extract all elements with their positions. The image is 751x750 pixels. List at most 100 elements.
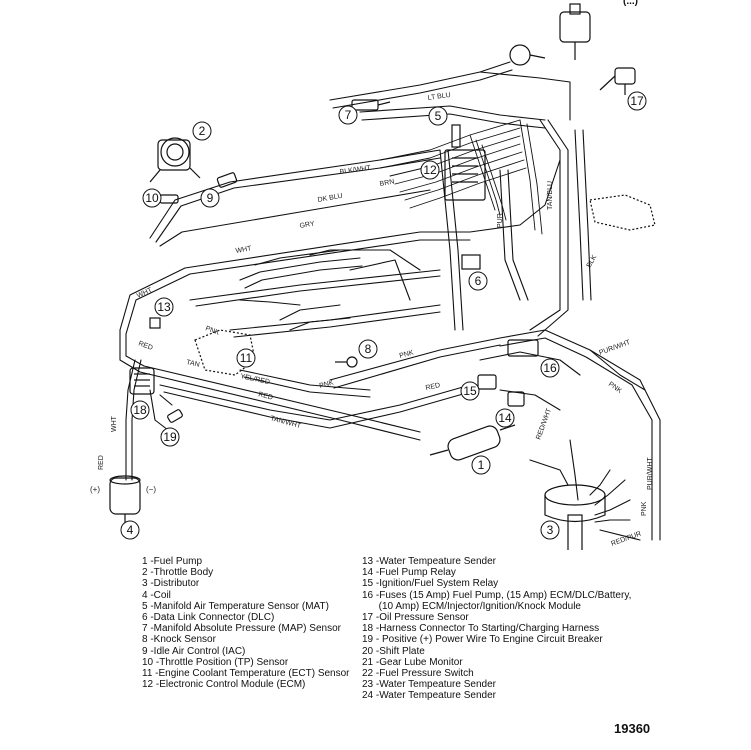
tp-sensor — [159, 194, 179, 204]
legend-item: 9 -Idle Air Control (IAC) — [142, 645, 246, 657]
throttle-body — [149, 137, 201, 183]
wire-label-red-wht: RED/WHT — [535, 407, 553, 441]
positive-power-wire — [167, 409, 183, 423]
callout-3: 3 — [547, 523, 554, 537]
wire-label-gry: GRY — [299, 220, 315, 230]
wire-label-pnk-4: PNK — [607, 381, 623, 395]
legend-item: 19 - Positive (+) Power Wire To Engine C… — [362, 634, 603, 646]
map-sensor — [351, 99, 391, 111]
wire-label-blk: BLK — [586, 254, 599, 269]
figure-number: 19360 — [614, 721, 651, 736]
legend-item: 20 -Shift Plate — [362, 645, 425, 657]
harness-connector-18 — [129, 367, 155, 395]
callout-2: 2 — [199, 124, 206, 138]
wire-label-pnk: PNK — [204, 325, 220, 337]
oil-pressure-sensor — [599, 67, 636, 95]
injector-harness — [239, 249, 421, 331]
dlc-connector — [461, 254, 481, 270]
ignition-relay — [477, 374, 497, 390]
legend-item: 17 -Oil Pressure Sensor — [362, 612, 469, 624]
distributor-wires — [529, 439, 641, 541]
callout-5: 5 — [435, 109, 442, 123]
ecm-module — [444, 149, 486, 201]
legend-item: (10 Amp) ECM/Injector/Ignition/Knock Mod… — [362, 600, 581, 612]
legend-item: 24 -Water Tempeature Sender — [362, 690, 496, 702]
wire-label-brn: BRN — [379, 179, 395, 188]
callout-6: 6 — [475, 274, 482, 288]
wire-label-pur: PUR — [497, 213, 504, 228]
wire-label-wht-3: WHT — [111, 415, 118, 432]
legend-right: 13 -Water Tempeature Sender 14 -Fuel Pum… — [362, 556, 631, 702]
legend-item: 21 -Gear Lube Monitor — [362, 656, 463, 668]
wire-label-red-3: RED — [257, 391, 273, 402]
legend-item: 11 -Engine Coolant Temperature (ECT) Sen… — [142, 668, 350, 680]
callout-10: 10 — [145, 191, 159, 205]
wire-label-tan: TAN — [186, 359, 201, 369]
coil-positive-label: (+) — [90, 485, 100, 494]
temperature-sensor-top — [509, 44, 546, 66]
legend-item: 22 -Fuel Pressure Switch — [362, 668, 474, 680]
wire-label-red: RED — [137, 340, 153, 352]
legend-item: 23 -Water Tempeature Sender — [362, 679, 496, 691]
wire-label-tan-wht: TAN/WHT — [269, 415, 302, 430]
mat-sensor — [451, 124, 461, 148]
legend-item: 18 -Harness Connector To Starting/Chargi… — [362, 623, 600, 635]
legend-left: 1 -Fuel Pump 2 -Throttle Body 3 -Distrib… — [142, 556, 350, 690]
wire-label-blk-wht: BLK/WHT — [339, 165, 372, 176]
wire-label-dk-blu: DK BLU — [317, 193, 343, 204]
callout-17: 17 — [630, 94, 644, 108]
clipped-header-text: (...) — [623, 0, 638, 7]
fuse-block — [507, 339, 539, 357]
legend-item: 4 -Coil — [142, 589, 171, 601]
callout-12: 12 — [423, 163, 437, 177]
callout-13: 13 — [157, 300, 171, 314]
callout-14: 14 — [498, 411, 512, 425]
wire-label-pur-wht: PUR/WHT — [598, 339, 632, 357]
ignition-coil — [109, 475, 141, 530]
shift-plate-sketch — [589, 194, 656, 231]
callout-15: 15 — [463, 384, 477, 398]
callout-11: 11 — [240, 351, 253, 365]
legend-item: 14 -Fuel Pump Relay — [362, 567, 456, 579]
distributor — [544, 484, 606, 550]
ecm-bundle — [379, 119, 543, 235]
wire-label-wht-2: WHT — [235, 245, 253, 255]
wire-label-red-2: RED — [98, 455, 105, 470]
legend-item: 3 -Distributor — [142, 578, 200, 590]
legend-item: 6 -Data Link Connector (DLC) — [142, 612, 275, 624]
legend-item: 12 -Electronic Control Module (ECM) — [142, 679, 306, 691]
iac-valve — [216, 172, 238, 188]
wire-label-pnk-2: PNK — [319, 379, 335, 390]
knock-sensor — [335, 356, 358, 368]
legend-item: 1 -Fuel Pump — [142, 556, 203, 567]
legend-item: 10 -Throttle Position (TP) Sensor — [142, 656, 289, 668]
callout-8: 8 — [365, 342, 372, 356]
callout-9: 9 — [207, 191, 214, 205]
water-temp-sender-13 — [149, 317, 161, 329]
callout-4: 4 — [127, 523, 134, 537]
fuel-pump-relay — [507, 391, 525, 407]
legend-item: 16 -Fuses (15 Amp) Fuel Pump, (15 Amp) E… — [362, 589, 632, 601]
main-harness — [119, 61, 661, 541]
wire-label-lt-blu: LT BLU — [427, 92, 451, 102]
wire-label-wht: WHT — [136, 286, 154, 299]
legend-item: 13 -Water Tempeature Sender — [362, 556, 496, 567]
coil-negative-label: (−) — [146, 485, 156, 494]
wire-label-pnk-5: PNK — [641, 501, 648, 516]
wire-label-pnk-3: PNK — [399, 349, 415, 360]
wire-label-red-4: RED — [425, 382, 441, 392]
legend-item: 15 -Ignition/Fuel System Relay — [362, 578, 499, 590]
wiring-diagram: 1 2 3 4 5 6 7 8 9 10 11 12 13 14 15 16 1… — [90, 3, 661, 550]
callout-1: 1 — [478, 458, 485, 472]
wire-label-tan-blu: TAN/BLU — [547, 181, 554, 210]
callout-16: 16 — [543, 361, 557, 375]
legend-item: 8 -Knock Sensor — [142, 634, 216, 646]
callout-7: 7 — [345, 108, 352, 122]
wire-label-pur-wht-2: PUR/WHT — [647, 457, 654, 490]
callout-19: 19 — [163, 430, 177, 444]
legend-item: 2 -Throttle Body — [142, 567, 214, 579]
legend-item: 7 -Manifold Absolute Pressure (MAP) Sens… — [142, 623, 341, 635]
legend-item: 5 -Manifold Air Temperature Sensor (MAT) — [142, 600, 329, 612]
fuel-pump — [429, 424, 516, 461]
